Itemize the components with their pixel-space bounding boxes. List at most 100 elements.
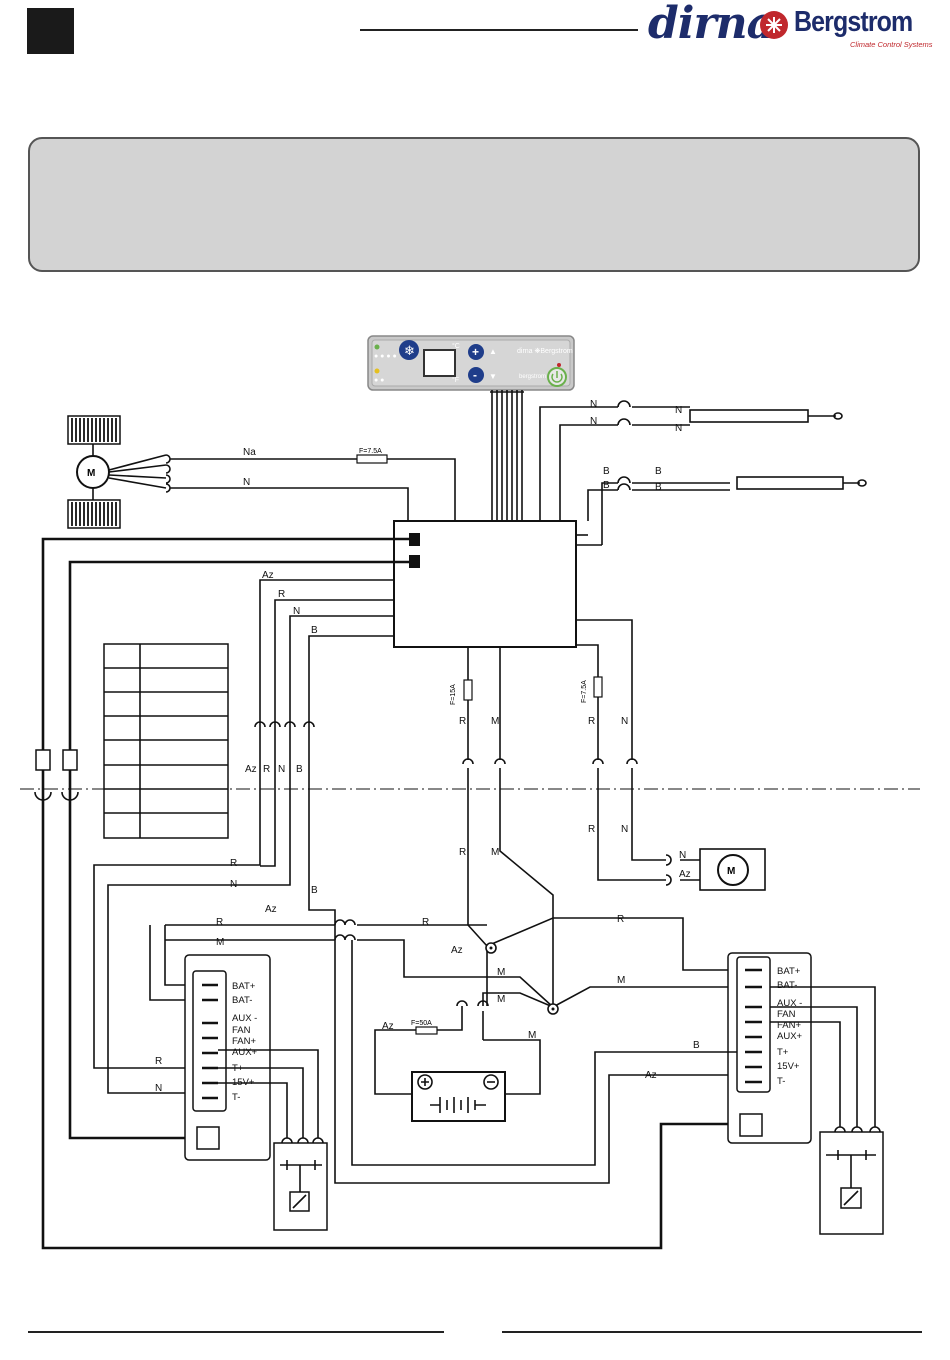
header-rule <box>360 29 638 31</box>
controller-box <box>393 520 577 648</box>
wire-b-right <box>351 940 737 1166</box>
left-pin-bat-plus: BAT+ <box>232 981 256 992</box>
footer-rule-right <box>502 1331 922 1333</box>
fuse-50a-label: F=50A <box>411 1020 432 1027</box>
wire-na <box>170 458 456 521</box>
wire-label-n7: N <box>230 879 237 890</box>
left-fuse-1 <box>35 749 51 771</box>
controller-connector-1 <box>409 533 420 546</box>
sensor-probe-wires <box>539 400 867 546</box>
wire-label-r2: R <box>263 764 270 775</box>
fuse-75a <box>356 454 388 464</box>
cable-bundle <box>490 390 524 520</box>
thick-wire-outer <box>41 537 737 1250</box>
footer-rule-left <box>28 1331 444 1333</box>
left-control-module <box>184 954 271 1161</box>
right-pin-t-minus: T- <box>777 1076 785 1087</box>
control-panel[interactable]: ● ● ● ● ● ● ❄ °C °F + - ▲ ▼ dirna ❋Bergs… <box>367 335 575 391</box>
left-pin-aux-minus: AUX - <box>232 1013 257 1024</box>
minus-button[interactable] <box>468 367 484 383</box>
right-control-module <box>727 952 812 1144</box>
wire-label-az2: Az <box>245 764 257 775</box>
right-pin-15v: 15V+ <box>777 1061 800 1072</box>
wire-label-n9: N <box>621 824 628 835</box>
plus-button[interactable] <box>468 344 484 360</box>
right-pin-aux-plus: AUX+ <box>777 1031 803 1042</box>
wire-label-n6: N <box>278 764 285 775</box>
right-pin-bat-minus: BAT- <box>777 980 797 991</box>
wire-n-blower <box>170 487 409 521</box>
wire-label-b4: B <box>655 482 662 493</box>
panel-unit-c: °C <box>452 342 460 350</box>
wire-label-n10: N <box>679 850 686 861</box>
wire-label-n5: N <box>293 606 300 617</box>
right-pin-aux-minus: AUX - <box>777 998 802 1009</box>
panel-brand: dirna ❋Bergstrom <box>517 347 573 355</box>
up-arrow-icon: ▲ <box>489 347 497 356</box>
right-relay <box>770 986 884 1235</box>
condenser-motor-label: M <box>727 866 735 877</box>
wire-label-n4: N <box>675 423 682 434</box>
wire-label-az5: Az <box>451 945 463 956</box>
brand-logo-dirna: dirna <box>648 0 775 49</box>
blower-motor-label: M <box>87 468 95 479</box>
thick-wire-inner <box>68 560 409 1140</box>
wire-label-na: Na <box>243 447 256 458</box>
snowflake-icon[interactable] <box>399 340 419 360</box>
power-wires <box>149 917 737 1095</box>
panel-led-yellow <box>374 368 380 374</box>
wire-label-b2: B <box>603 480 610 491</box>
legend-table <box>103 643 229 839</box>
wire-label-n1: N <box>590 399 597 410</box>
snowflake-glyph: ❄ <box>404 343 415 358</box>
fuse-50a <box>415 1026 438 1035</box>
right-pin-fan-plus: FAN+ <box>777 1020 801 1031</box>
left-pin-bat-minus: BAT- <box>232 995 252 1006</box>
wire-label-az1: Az <box>262 570 274 581</box>
down-arrow-icon: ▼ <box>489 372 497 381</box>
fuse-75a-label: F=7.5A <box>359 448 382 455</box>
wire-label-b3: B <box>655 466 662 477</box>
right-pin-bat-plus: BAT+ <box>777 966 801 977</box>
left-fuse-2 <box>62 749 78 771</box>
controller-left-wires <box>93 579 737 1184</box>
wire-label-az3: Az <box>265 904 277 915</box>
wire-label-n11: N <box>155 1083 162 1094</box>
wire-label-m7: M <box>528 1030 536 1041</box>
svg-text:● ●: ● ● <box>374 377 384 384</box>
wire-label-az6: Az <box>382 1021 394 1032</box>
wire-label-m3: M <box>216 937 224 948</box>
brand-logo-bergstrom: Bergstrom <box>794 6 913 38</box>
central-wires <box>462 619 700 1007</box>
right-module-pins: BAT+ BAT- AUX - FAN FAN+ AUX+ T+ 15V+ T- <box>777 966 803 1087</box>
wire-label-r5: R <box>588 716 595 727</box>
wire-label-b8: B <box>693 1040 700 1051</box>
minus-glyph: - <box>473 368 477 382</box>
wire-label-r8: R <box>216 917 223 928</box>
wire-label-r10: R <box>617 914 624 925</box>
wire-label-m5: M <box>497 994 505 1005</box>
left-relay <box>218 1049 328 1231</box>
wire-label-r11: R <box>155 1056 162 1067</box>
wire-label-b6: B <box>296 764 303 775</box>
wire-label-n8: N <box>621 716 628 727</box>
power-led <box>557 363 561 367</box>
wire-label-r7: R <box>459 847 466 858</box>
fuse-75a-b <box>593 676 603 698</box>
controller-connector-2 <box>409 555 420 568</box>
left-pin-aux-plus: AUX+ <box>232 1047 258 1058</box>
right-pin-fan: FAN <box>777 1009 796 1020</box>
left-pin-t-minus: T- <box>232 1092 240 1103</box>
wire-label-m2: M <box>491 847 499 858</box>
wire-label-az4: Az <box>679 869 691 880</box>
condenser-motor <box>717 854 749 886</box>
wire-label-n2: N <box>590 416 597 427</box>
brand-tagline: Climate Control Systems <box>850 40 933 49</box>
wire-label-m4: M <box>497 967 505 978</box>
fuse-15a-label: F=15A <box>450 684 457 705</box>
plus-glyph: + <box>472 345 479 359</box>
panel-display <box>423 349 456 377</box>
left-pin-fan-plus: FAN+ <box>232 1036 256 1047</box>
wire-label-r3: R <box>230 858 237 869</box>
